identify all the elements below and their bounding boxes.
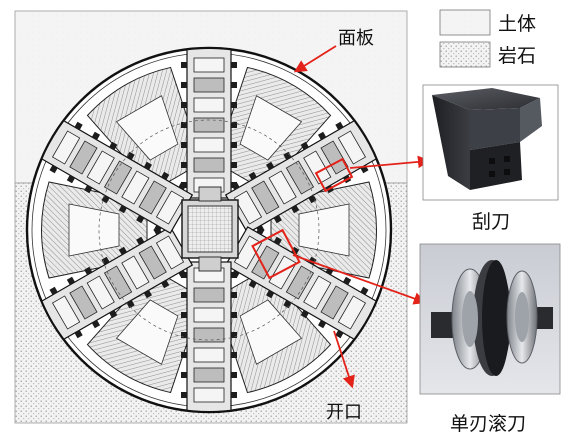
disc-cutter-arrow	[292, 254, 427, 305]
cutter-spoke	[39, 119, 194, 234]
face-panel	[41, 181, 148, 279]
scraper-callout-box	[314, 157, 354, 193]
legend-label-rock: 岩石	[498, 45, 536, 67]
disc-cutter-callout-box	[251, 228, 301, 280]
face-panel	[270, 181, 377, 279]
legend-swatch-rock	[439, 41, 491, 68]
face-panel	[86, 66, 203, 191]
opening-arrow	[333, 330, 355, 389]
scraper-arrow	[349, 155, 431, 169]
face-panel	[86, 269, 203, 394]
face-panel	[215, 269, 332, 394]
legend-label-soil: 土体	[498, 13, 536, 35]
legend-swatch-soil	[439, 9, 491, 36]
cutter-spoke	[181, 49, 237, 199]
panel-arrow	[293, 45, 337, 73]
legend: 土体 岩石	[439, 9, 536, 68]
disc-cutter-label: 单刃滚刀	[450, 413, 526, 435]
scraper-image	[422, 84, 559, 201]
cutterhead	[25, 46, 393, 414]
cutter-spoke	[224, 119, 379, 234]
cutter-spoke	[224, 226, 379, 341]
annotation-arrows	[292, 45, 431, 389]
face-panel	[215, 66, 332, 191]
scraper-label: 刮刀	[472, 211, 510, 233]
cutter-spoke	[181, 261, 237, 411]
opening-label: 开口	[326, 402, 362, 423]
cutter-spoke	[39, 226, 194, 341]
disc-cutter-image	[419, 243, 561, 395]
inner-ring	[98, 119, 320, 341]
centre-hub	[181, 186, 239, 272]
panel-label: 面板	[338, 28, 374, 49]
